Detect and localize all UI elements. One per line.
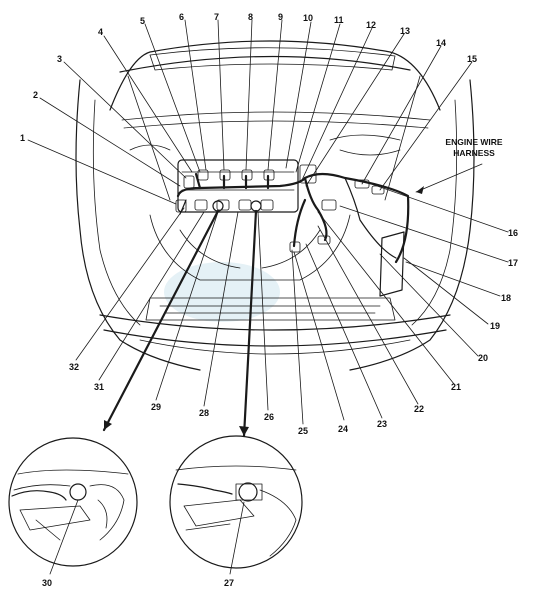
callout-20: 20 (478, 353, 488, 363)
callout-26: 26 (264, 412, 274, 422)
callout-1: 1 (20, 133, 25, 143)
callout-7: 7 (214, 12, 219, 22)
harness-label-line2: HARNESS (453, 148, 495, 158)
callout-28: 28 (199, 408, 209, 418)
callout-15: 15 (467, 54, 477, 64)
vehicle-body-outline (75, 40, 475, 371)
callout-13: 13 (400, 26, 410, 36)
callout-14: 14 (436, 38, 446, 48)
callout-30: 30 (42, 578, 52, 588)
callout-32: 32 (69, 362, 79, 372)
engine-wire-harness (176, 172, 410, 264)
callout-21: 21 (451, 382, 461, 392)
callout-25: 25 (298, 426, 308, 436)
callout-16: 16 (508, 228, 518, 238)
engine-assembly (129, 134, 405, 297)
callout-24: 24 (338, 424, 348, 434)
callout-18: 18 (501, 293, 511, 303)
callout-12: 12 (366, 20, 376, 30)
leader-lines (27, 19, 509, 438)
callout-9: 9 (278, 12, 283, 22)
callout-labels: 1 2 3 4 5 6 7 8 9 10 11 12 13 14 15 16 1… (20, 12, 518, 588)
callout-10: 10 (303, 13, 313, 23)
detail-view-27 (169, 435, 303, 575)
callout-19: 19 (490, 321, 500, 331)
callout-11: 11 (334, 15, 344, 25)
callout-8: 8 (248, 12, 253, 22)
callout-17: 17 (508, 258, 518, 268)
callout-22: 22 (414, 404, 424, 414)
callout-4: 4 (98, 27, 103, 37)
callout-29: 29 (151, 402, 161, 412)
callout-6: 6 (179, 12, 184, 22)
callout-31: 31 (94, 382, 104, 392)
harness-label-line1: ENGINE WIRE (445, 137, 502, 147)
callout-23: 23 (377, 419, 387, 429)
callout-5: 5 (140, 16, 145, 26)
detail-view-30 (8, 437, 138, 575)
callout-3: 3 (57, 54, 62, 64)
callout-2: 2 (33, 90, 38, 100)
callout-27: 27 (224, 578, 234, 588)
